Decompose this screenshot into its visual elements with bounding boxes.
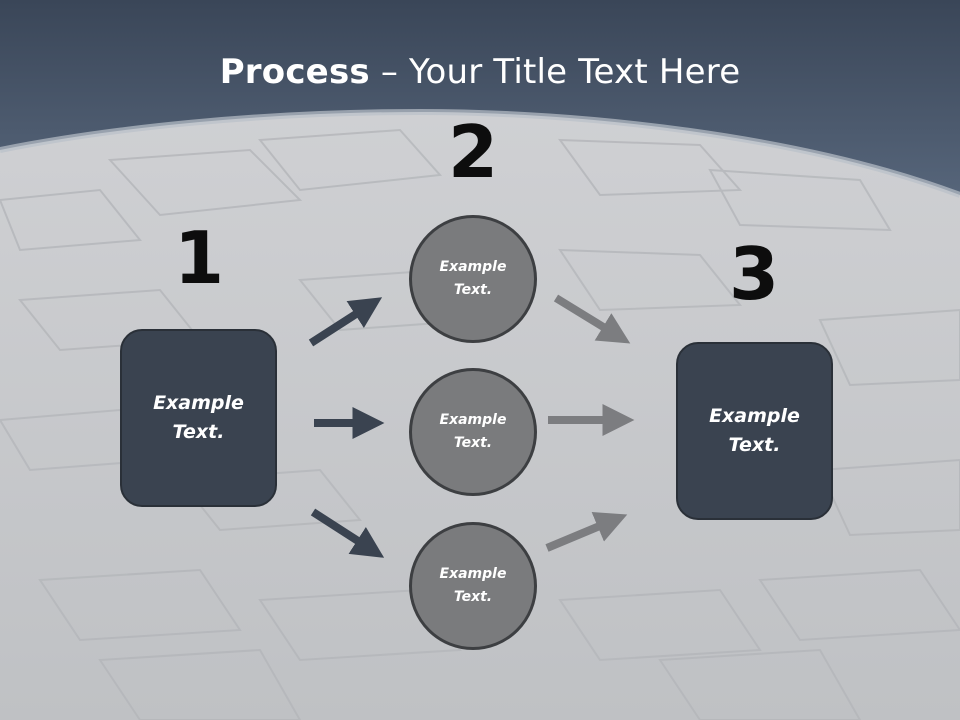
title-rest: – Your Title Text Here: [369, 52, 741, 92]
step-2-circle-middle: Example Text.: [409, 368, 537, 496]
step-number-3: 3: [728, 232, 780, 316]
step-2-circle-top: Example Text.: [409, 215, 537, 343]
title-bold: Process: [219, 52, 370, 92]
step-number-1: 1: [173, 216, 225, 300]
step-1-box: Example Text.: [120, 329, 277, 507]
step-number-2: 2: [447, 110, 499, 194]
step-2-circle-bottom: Example Text.: [409, 522, 537, 650]
slide-title: Process – Your Title Text Here: [0, 52, 960, 92]
step-3-box: Example Text.: [676, 342, 833, 520]
